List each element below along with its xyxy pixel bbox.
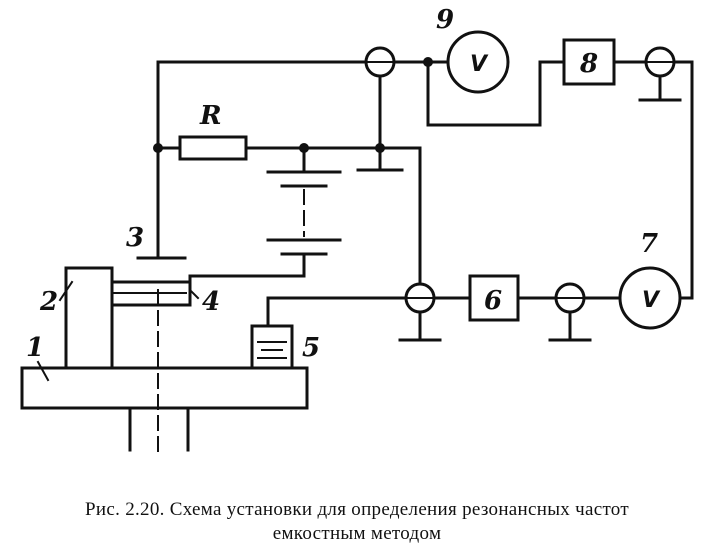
voltmeter-9 [446,30,510,94]
leader-1 [36,360,50,382]
label-r: R [199,101,222,131]
label-4: 4 [202,287,220,317]
wire-right-down [672,60,694,300]
junction-meter9 [423,57,433,67]
block-6 [468,274,520,322]
sensor-5 [250,324,294,370]
label-3: 3 [126,223,144,253]
label-2: 2 [39,287,58,317]
wire-to-sensor-5 [266,296,408,328]
label-9: 9 [436,5,454,35]
voltmeter-9-symbol: V [470,52,489,77]
junction-battery [299,143,309,153]
arm [110,280,192,307]
label-5: 5 [302,333,320,363]
label-8: 8 [579,49,598,79]
wire-battery-to-arm [188,252,306,284]
block-8 [562,38,616,86]
base-plate [20,366,309,410]
junction-ground-r [375,143,385,153]
junction-left-r [153,143,163,153]
leader-2 [58,280,74,302]
schematic-diagram: V V R 9 8 7 6 5 4 3 2 1 [20,5,694,456]
caption-line-1: Рис. 2.20. Схема установки для определен… [85,499,629,520]
column [64,266,114,370]
leader-4 [188,288,200,300]
caption-line-2: емкостным методом [272,523,442,544]
wire-meter9-loop [426,60,566,127]
resistor-r [178,135,248,161]
figure-caption: Рис. 2.20. Схема установки для определен… [0,498,714,546]
label-7: 7 [640,229,658,259]
label-6: 6 [484,286,502,316]
voltmeter-7-symbol: V [642,288,661,313]
label-1: 1 [26,333,44,363]
